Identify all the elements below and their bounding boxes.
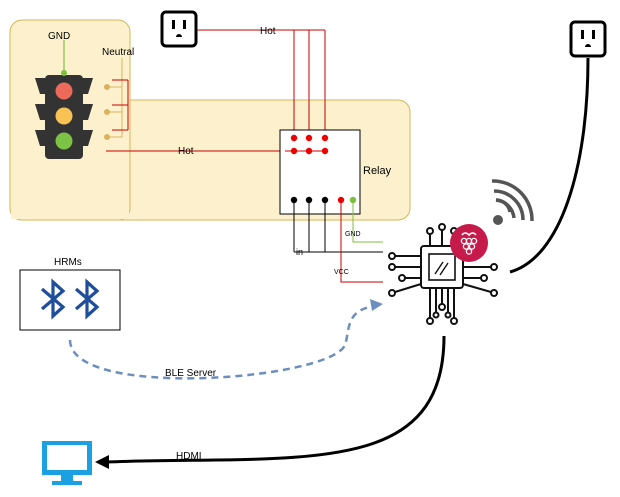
wifi-icon (491, 179, 534, 225)
power-cable (509, 57, 590, 274)
hot-wires-top (197, 29, 326, 138)
relay-chip-wires (293, 200, 383, 283)
hdmi-label: HDMI (176, 451, 202, 462)
monitor-icon (42, 441, 92, 485)
neutral-label: Neutral (102, 47, 134, 58)
bluetooth-icon (74, 278, 100, 320)
ble-server-label: BLE Server (165, 368, 217, 379)
hot-label-top: Hot (260, 26, 276, 37)
traffic-light-icon (35, 75, 93, 159)
hrms-box (19, 269, 121, 331)
hot-label-mid: Hot (178, 146, 194, 157)
hrms-label: HRMs (54, 257, 82, 268)
gnd-label: GND (48, 31, 70, 42)
ble-connection (68, 299, 383, 380)
relay-box (279, 129, 361, 215)
power-outlet-icon (569, 20, 607, 58)
hot-wires-left (106, 79, 285, 152)
vcc-label: VCC (334, 269, 349, 276)
relay-label: Relay (363, 165, 392, 177)
raspberry-pi-icon (450, 224, 488, 262)
power-outlet-icon (160, 10, 198, 48)
hdmi-cable (95, 335, 446, 469)
neutral-wires (107, 58, 123, 138)
bluetooth-icon (40, 278, 66, 320)
gnd-small-label: GND (345, 231, 361, 238)
chip-icon (388, 223, 498, 325)
in-label: in (296, 247, 303, 257)
